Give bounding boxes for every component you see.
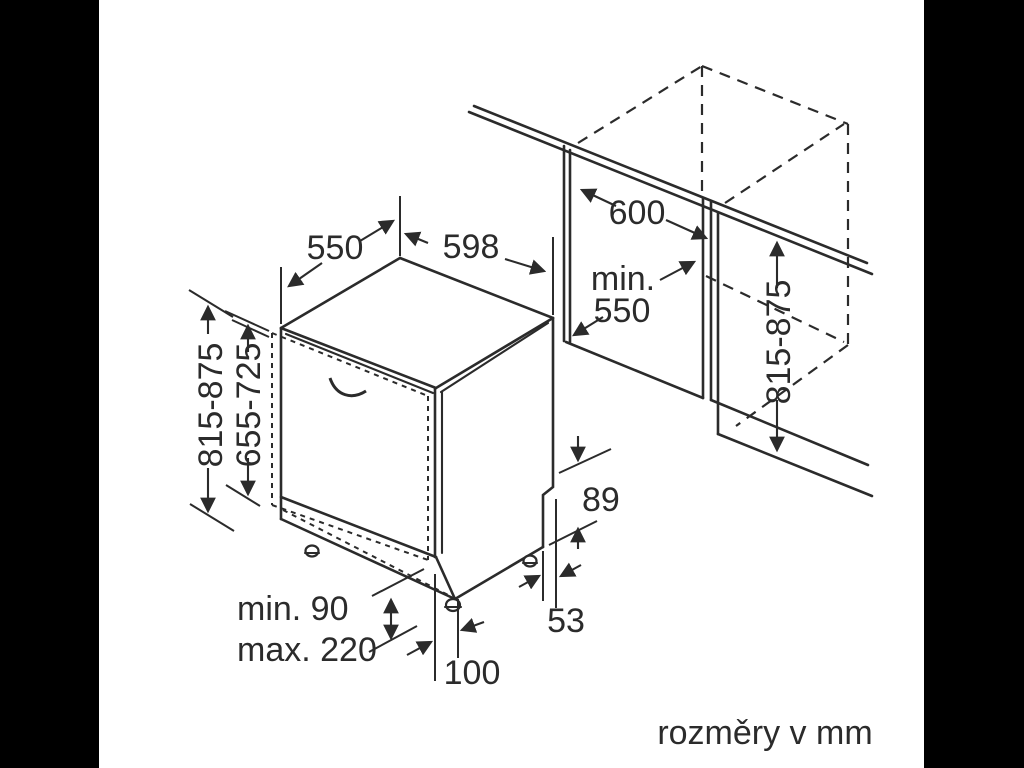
dim-plinth-recess: 89: [548, 436, 620, 549]
leveling-foot: [522, 554, 538, 568]
dim-label-plinth-min: min. 90: [237, 590, 349, 628]
dim-appliance-height-left: 815-875: [188, 289, 235, 532]
dim-top-depth: 550: [280, 196, 401, 324]
dim-niche-width: 600: [579, 188, 709, 240]
letterbox-right: [924, 0, 1024, 768]
leveling-foot: [304, 544, 320, 558]
door-handle: [328, 377, 367, 398]
dim-side-clearance: 53: [518, 499, 585, 640]
dim-door-panel-height: 655-725: [224, 310, 270, 507]
dim-label-niche-depth-2: 550: [594, 292, 651, 330]
dim-label-side-clearance: 53: [547, 602, 585, 640]
dishwasher-outline: [279, 256, 555, 601]
door-dashed-outline: [271, 332, 429, 561]
dim-label-top-depth: 550: [307, 229, 364, 267]
leveling-feet: [303, 544, 539, 613]
worktop-lines: [467, 104, 874, 276]
niche-left-wall: [562, 144, 705, 400]
plinth-dashed-line: [282, 509, 451, 597]
dim-label-plinth-recess: 89: [582, 481, 620, 519]
dim-label-niche-width: 600: [609, 194, 666, 232]
niche-dashed-box: [577, 64, 850, 427]
dim-label-niche-height: 815-875: [760, 280, 798, 405]
dim-label-door-panel-height: 655-725: [230, 343, 268, 468]
dim-label-niche-depth-1: min.: [591, 260, 655, 298]
dim-label-plinth-max: max. 220: [237, 631, 377, 669]
dim-label-top-width: 598: [443, 228, 500, 266]
dim-niche-height-right: 815-875: [760, 240, 798, 453]
dim-label-foot-setback: 100: [444, 654, 501, 692]
dim-foot-setback: 100: [406, 574, 501, 692]
letterbox-left: [0, 0, 99, 768]
dim-niche-depth: min. 550: [571, 260, 697, 337]
dim-label-appliance-height: 815-875: [192, 343, 230, 468]
dim-top-width: 598: [403, 228, 554, 315]
units-note: rozměry v mm: [657, 714, 872, 752]
dim-plinth-adjustment: min. 90 max. 220: [237, 568, 425, 669]
